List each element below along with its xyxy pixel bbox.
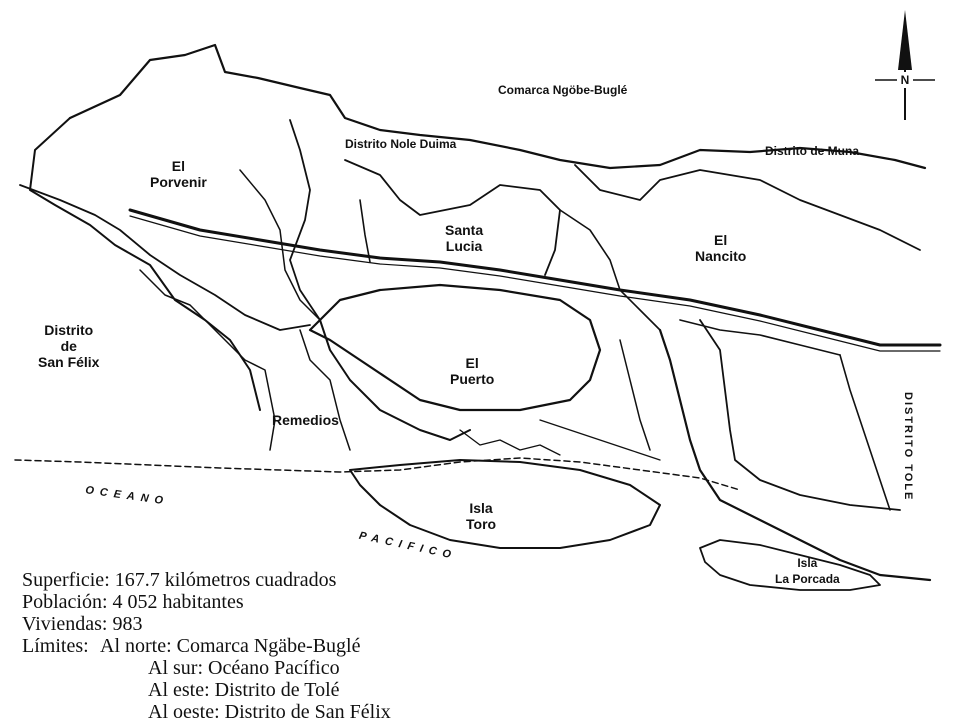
porvenir-east <box>289 119 321 321</box>
east-boundary <box>839 354 891 511</box>
remedios-boundary <box>319 319 471 441</box>
estuary-2 <box>699 319 901 511</box>
nancito-south <box>679 319 841 356</box>
compass-n-label: N <box>897 72 913 88</box>
isla-porcada-outline <box>699 539 881 591</box>
info-limite-oeste: Al oeste: Distrito de San Félix <box>148 701 391 723</box>
santa-lucia-boundary <box>344 159 561 276</box>
river-sanfelix <box>139 269 276 451</box>
label-el-porvenir: El Porvenir <box>150 158 207 190</box>
label-santa-lucia: Santa Lucia <box>445 222 484 254</box>
el-puerto-outline <box>308 283 602 412</box>
info-limite-sur: Al sur: Océano Pacífico <box>148 657 340 679</box>
highway-2 <box>129 215 941 352</box>
info-limite-este: Al este: Distrito de Tolé <box>148 679 340 701</box>
estuary-3 <box>619 339 651 451</box>
remedios-river <box>299 329 351 451</box>
nancito-boundary <box>574 164 921 251</box>
west-boundary <box>29 117 261 411</box>
label-el-puerto: El Puerto <box>450 355 495 387</box>
label-distrito-tole: DISTRITO TOLE <box>902 392 914 502</box>
label-nole-duima: Distrito Nole Duima <box>345 137 457 151</box>
highway <box>128 208 942 347</box>
label-isla-toro: Isla Toro <box>466 500 497 532</box>
west-boundary-2 <box>19 184 311 331</box>
info-limite-norte: Al norte: Comarca Ngäbe-Buglé <box>100 635 361 657</box>
label-remedios: Remedios <box>272 412 339 428</box>
nancito-west <box>559 209 661 331</box>
north-boundary <box>68 43 927 170</box>
info-viviendas: Viviendas: 983 <box>22 613 143 635</box>
label-san-felix: Distrito de San Félix <box>38 322 100 370</box>
info-superficie: Superficie: 167.7 kilómetros cuadrados <box>22 569 337 591</box>
north-arrow-icon <box>875 10 935 120</box>
label-distrito-muna: Distrito de Muna <box>765 144 860 158</box>
estuary-1 <box>658 328 932 582</box>
channel-1 <box>459 429 561 456</box>
label-isla-la-porcada: Isla La Porcada <box>775 556 840 586</box>
label-comarca-north: Comarca Ngöbe-Buglé <box>498 83 628 97</box>
label-el-nancito: El Nancito <box>695 232 747 264</box>
info-limites-label: Límites: <box>22 635 89 657</box>
info-poblacion: Población: 4 052 habitantes <box>22 591 244 613</box>
isla-toro-outline <box>349 459 661 549</box>
santa-lucia-west <box>359 199 371 263</box>
channel-2 <box>539 419 661 461</box>
coastline <box>14 457 741 491</box>
